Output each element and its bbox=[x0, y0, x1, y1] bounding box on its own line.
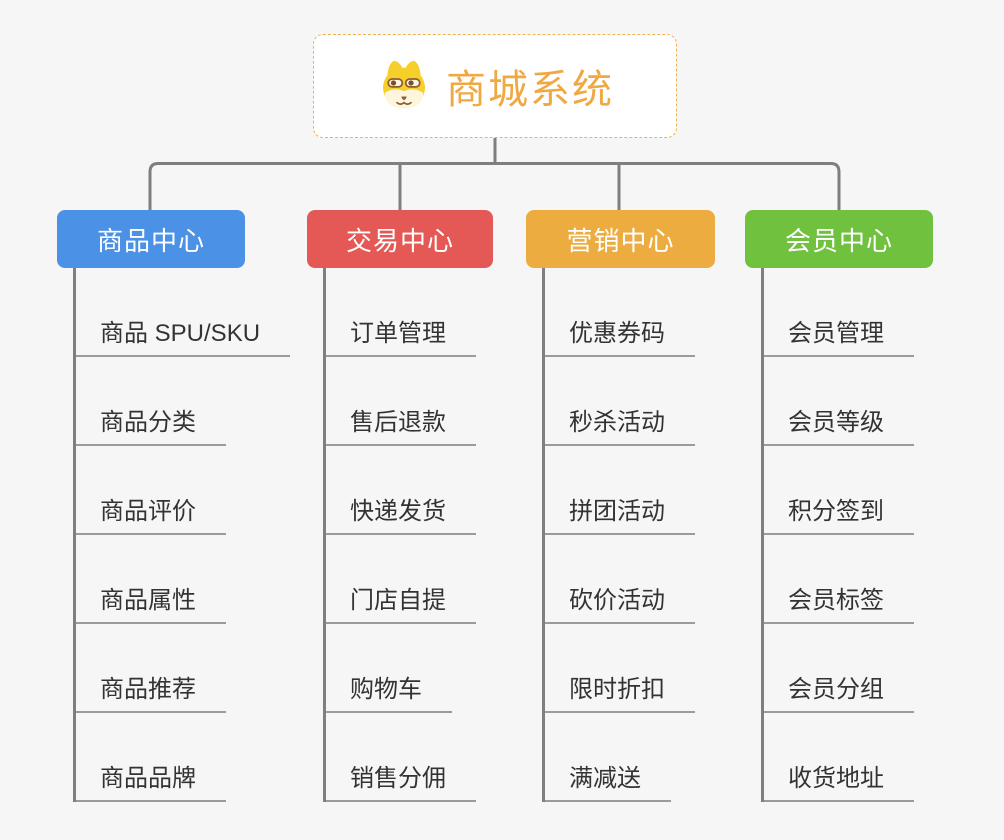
child-node[interactable]: 会员标签 bbox=[761, 535, 914, 624]
child-node[interactable]: 商品品牌 bbox=[73, 713, 226, 802]
branch-label: 营销中心 bbox=[566, 225, 675, 256]
child-label: 商品属性 bbox=[100, 587, 196, 614]
child-node[interactable]: 满减送 bbox=[542, 713, 671, 802]
branch-label: 商品中心 bbox=[96, 225, 205, 256]
child-node[interactable]: 优惠券码 bbox=[542, 268, 695, 357]
child-label: 会员标签 bbox=[788, 587, 884, 614]
branch-trunk-line bbox=[542, 268, 545, 802]
child-label: 会员等级 bbox=[788, 409, 884, 436]
child-label: 收货地址 bbox=[788, 765, 884, 792]
child-label: 购物车 bbox=[350, 676, 422, 703]
root-title: 商城系统 bbox=[446, 68, 614, 112]
child-label: 限时折扣 bbox=[569, 676, 665, 703]
branch-trunk-line bbox=[73, 268, 76, 802]
child-node[interactable]: 会员分组 bbox=[761, 624, 914, 713]
child-label: 砍价活动 bbox=[569, 587, 665, 614]
child-node[interactable]: 商品分类 bbox=[73, 357, 226, 446]
branch-header-product-center[interactable]: 商品中心 bbox=[57, 210, 245, 268]
child-label: 拼团活动 bbox=[569, 498, 665, 525]
child-node[interactable]: 会员等级 bbox=[761, 357, 914, 446]
branch-header-member-center[interactable]: 会员中心 bbox=[745, 210, 933, 268]
child-label: 会员分组 bbox=[788, 676, 884, 703]
child-node[interactable]: 快递发货 bbox=[323, 446, 476, 535]
child-node[interactable]: 商品推荐 bbox=[73, 624, 226, 713]
branch-column-product: 商品 SPU/SKU 商品分类 商品评价 商品属性 商品推荐 商品品牌 bbox=[73, 268, 291, 802]
child-node[interactable]: 售后退款 bbox=[323, 357, 476, 446]
branch-trunk-line bbox=[323, 268, 326, 802]
root-node[interactable]: 商城系统 bbox=[313, 34, 677, 138]
branch-header-trade-center[interactable]: 交易中心 bbox=[307, 210, 493, 268]
child-label: 优惠券码 bbox=[569, 320, 665, 347]
child-node[interactable]: 限时折扣 bbox=[542, 624, 695, 713]
child-label: 快递发货 bbox=[350, 498, 446, 525]
child-label: 商品品牌 bbox=[100, 765, 196, 792]
branch-label: 会员中心 bbox=[784, 225, 893, 256]
child-label: 商品推荐 bbox=[100, 676, 196, 703]
branch-header-marketing-center[interactable]: 营销中心 bbox=[526, 210, 715, 268]
child-label: 门店自提 bbox=[350, 587, 446, 614]
child-label: 积分签到 bbox=[788, 498, 884, 525]
dog-face-icon bbox=[383, 60, 425, 108]
branch-trunk-line bbox=[761, 268, 764, 802]
child-label: 秒杀活动 bbox=[569, 409, 665, 436]
child-node[interactable]: 商品评价 bbox=[73, 446, 226, 535]
child-label: 售后退款 bbox=[350, 409, 446, 436]
child-label: 商品分类 bbox=[100, 409, 196, 436]
child-node[interactable]: 订单管理 bbox=[323, 268, 476, 357]
child-node[interactable]: 拼团活动 bbox=[542, 446, 695, 535]
child-label: 商品评价 bbox=[100, 498, 196, 525]
child-node[interactable]: 门店自提 bbox=[323, 535, 476, 624]
child-node[interactable]: 销售分佣 bbox=[323, 713, 476, 802]
branch-column-marketing: 优惠券码 秒杀活动 拼团活动 砍价活动 限时折扣 满减送 bbox=[542, 268, 695, 802]
child-label: 销售分佣 bbox=[350, 765, 446, 792]
branch-column-member: 会员管理 会员等级 积分签到 会员标签 会员分组 收货地址 bbox=[761, 268, 914, 802]
child-node[interactable]: 购物车 bbox=[323, 624, 452, 713]
branch-column-trade: 订单管理 售后退款 快递发货 门店自提 购物车 销售分佣 bbox=[323, 268, 476, 802]
child-label: 商品 SPU/SKU bbox=[100, 320, 261, 347]
child-node[interactable]: 商品属性 bbox=[73, 535, 226, 624]
child-node[interactable]: 收货地址 bbox=[761, 713, 914, 802]
branch-label: 交易中心 bbox=[345, 225, 454, 256]
child-node[interactable]: 会员管理 bbox=[761, 268, 914, 357]
child-node[interactable]: 商品 SPU/SKU bbox=[73, 268, 291, 357]
child-node[interactable]: 砍价活动 bbox=[542, 535, 695, 624]
child-label: 满减送 bbox=[569, 765, 641, 792]
child-node[interactable]: 秒杀活动 bbox=[542, 357, 695, 446]
child-label: 会员管理 bbox=[788, 320, 884, 347]
child-label: 订单管理 bbox=[350, 320, 446, 347]
child-node[interactable]: 积分签到 bbox=[761, 446, 914, 535]
